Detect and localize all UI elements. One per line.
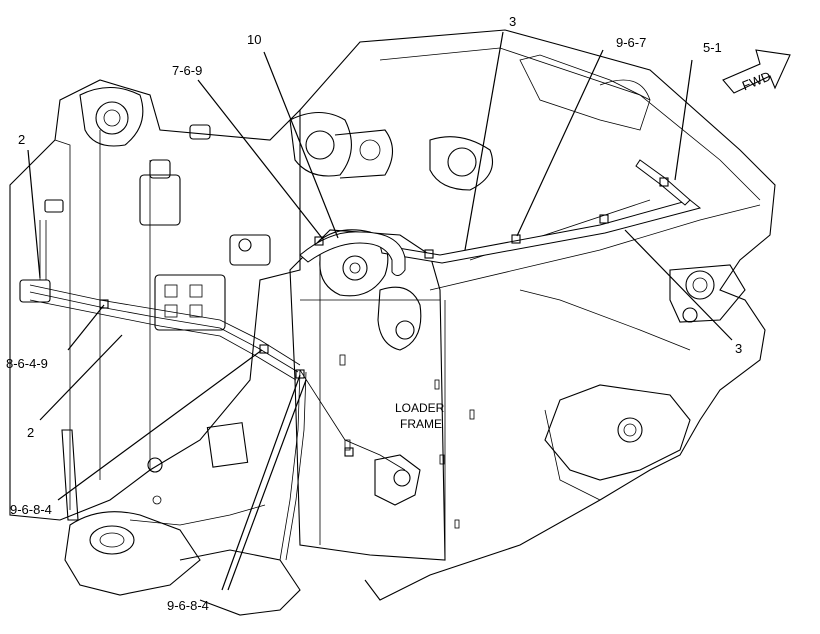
callout-2-top: 2 xyxy=(18,132,25,147)
left-tower xyxy=(9,79,494,616)
hydraulic-tubes xyxy=(29,159,702,561)
callout-7-6-9: 7-6-9 xyxy=(172,63,202,78)
callout-2-bottom: 2 xyxy=(27,425,34,440)
loader-frame xyxy=(289,229,475,561)
callout-9-6-8-4-left: 9-6-8-4 xyxy=(10,502,52,517)
leader-lines xyxy=(27,31,733,591)
callout-9-6-8-4-bottom: 9-6-8-4 xyxy=(167,598,209,613)
callout-10: 10 xyxy=(247,32,261,47)
callout-3-top: 3 xyxy=(509,14,516,29)
rear-frame xyxy=(299,29,776,601)
fwd-arrow: FWD xyxy=(722,49,791,94)
valve-bank xyxy=(19,124,271,331)
callout-3-right: 3 xyxy=(735,341,742,356)
fwd-arrow-label: FWD xyxy=(740,68,773,93)
loader-frame-label-line2: FRAME xyxy=(400,417,442,431)
loader-frame-label-line1: LOADER xyxy=(395,401,445,415)
callout-8-6-4-9: 8-6-4-9 xyxy=(6,356,48,371)
callout-5-1: 5-1 xyxy=(703,40,722,55)
callout-9-6-7: 9-6-7 xyxy=(616,35,646,50)
